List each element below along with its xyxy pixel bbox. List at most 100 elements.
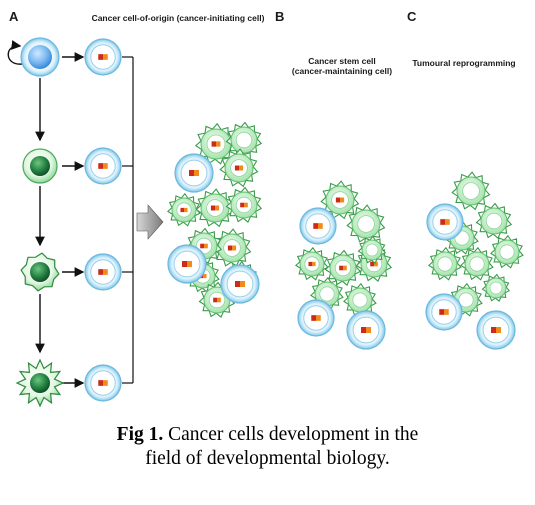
green-tumour-cell [225, 121, 263, 158]
stem-cell-nucleus [28, 45, 52, 69]
caption-label: Fig 1. [116, 424, 164, 445]
mutation-mark-red [240, 202, 244, 208]
cell-nucleus [352, 292, 368, 308]
mutation-mark-orange [232, 245, 237, 251]
green-tumour-cell [451, 171, 491, 211]
cell-nucleus [499, 244, 515, 260]
cell-nucleus [469, 256, 485, 272]
mutation-mark-red [440, 219, 445, 225]
cell-nucleus [489, 281, 503, 295]
green-tumour-cell [295, 246, 329, 281]
mutation-mark-orange [215, 205, 220, 211]
mutation-mark-orange [103, 269, 108, 275]
mutant-blue-cell [425, 293, 463, 331]
mutation-mark-red [210, 205, 215, 211]
cell-nucleus [365, 243, 379, 257]
caption-line-1: Fig 1. Cancer cells development in the [0, 423, 535, 447]
mutation-mark-orange [194, 170, 199, 176]
mutation-mark-orange [340, 197, 345, 203]
mutant-blue-cell [297, 299, 335, 337]
mutation-mark-red [491, 327, 496, 333]
green-tumour-cell [490, 234, 524, 269]
mutant-blue-cell [84, 253, 122, 291]
cell-layer [15, 37, 524, 408]
green-tumour-cell [225, 186, 263, 223]
mutation-mark-orange [244, 202, 248, 208]
mutation-mark-orange [103, 380, 108, 386]
mutant-blue-cell [220, 264, 260, 304]
panel-a-heading: Cancer cell-of-origin (cancer-initiating… [91, 13, 265, 23]
mutation-mark-red [182, 261, 187, 267]
mutation-mark-orange [374, 261, 378, 267]
mutant-blue-cell [346, 310, 386, 350]
mutant-blue-cell [174, 153, 214, 193]
mutant-blue-cell [167, 244, 207, 284]
mutation-mark-orange [496, 327, 501, 333]
cell-nucleus [437, 256, 453, 272]
mutation-mark-orange [216, 141, 221, 147]
panel-a-letter: A [9, 9, 19, 24]
mutation-mark-orange [366, 327, 371, 333]
mutation-mark-orange [240, 281, 245, 287]
green-tumour-cell [343, 282, 377, 317]
stem-cell [20, 37, 60, 77]
mutation-mark-orange [445, 219, 450, 225]
mutation-mark-red [234, 165, 239, 171]
progenitor-nucleus [30, 156, 50, 176]
mutant-blue-cell [84, 147, 122, 185]
progenitor-nucleus [30, 373, 50, 393]
cell-nucleus [235, 131, 253, 149]
panel-b-heading-line2: (cancer-maintaining cell) [291, 66, 393, 76]
mutation-mark-red [308, 261, 312, 267]
green-tumour-cell [320, 180, 360, 220]
mutation-mark-red [361, 327, 366, 333]
mutation-mark-red [313, 223, 318, 229]
mutation-mark-red [98, 54, 103, 60]
cell-nucleus [485, 212, 503, 230]
mutation-mark-red [98, 380, 103, 386]
mutant-blue-cell [84, 364, 122, 402]
progenitor-cell-round [22, 148, 58, 184]
mutation-mark-orange [239, 165, 244, 171]
green-tumour-cell [195, 188, 235, 228]
mutation-mark-red [98, 269, 103, 275]
mutation-mark-orange [318, 223, 323, 229]
green-tumour-cell [346, 204, 386, 244]
green-tumour-cell [460, 246, 494, 281]
progenitor-cell-wavy [20, 252, 60, 292]
mutation-mark-orange [184, 207, 188, 213]
mutation-mark-orange [444, 309, 449, 315]
caption-line-2: field of developmental biology. [145, 448, 390, 469]
mutation-mark-red [339, 265, 343, 271]
cell-nucleus [319, 286, 335, 302]
mutation-mark-orange [103, 54, 108, 60]
green-tumour-cell [212, 228, 252, 268]
mutation-mark-red [189, 170, 194, 176]
mutation-mark-red [180, 207, 184, 213]
mutation-mark-orange [312, 261, 316, 267]
mutation-mark-red [200, 243, 204, 249]
green-tumour-cell [219, 148, 259, 188]
caption-text-1: Cancer cells development in the [163, 424, 419, 445]
mutation-mark-red [235, 281, 240, 287]
cell-nucleus [462, 182, 480, 200]
mutation-mark-orange [316, 315, 321, 321]
green-tumour-cell [310, 276, 344, 311]
cell-nucleus [357, 215, 375, 233]
panel-c-letter: C [407, 9, 417, 24]
mutation-mark-red [335, 197, 340, 203]
cell-nucleus [458, 292, 474, 308]
mutation-mark-red [211, 141, 216, 147]
mutation-mark-red [311, 315, 316, 321]
mutation-mark-orange [343, 265, 347, 271]
figure-caption: Fig 1. Cancer cells development in the f… [0, 423, 535, 471]
mutation-mark-orange [103, 163, 108, 169]
mutation-mark-red [213, 297, 217, 303]
green-tumour-cell [194, 122, 237, 165]
panel-b-letter: B [275, 9, 285, 24]
panel-c-heading: Tumoural reprogramming [412, 58, 516, 68]
panel-b-heading: Cancer stem cell (cancer-maintaining cel… [282, 56, 402, 76]
mutant-blue-cell [299, 207, 337, 245]
